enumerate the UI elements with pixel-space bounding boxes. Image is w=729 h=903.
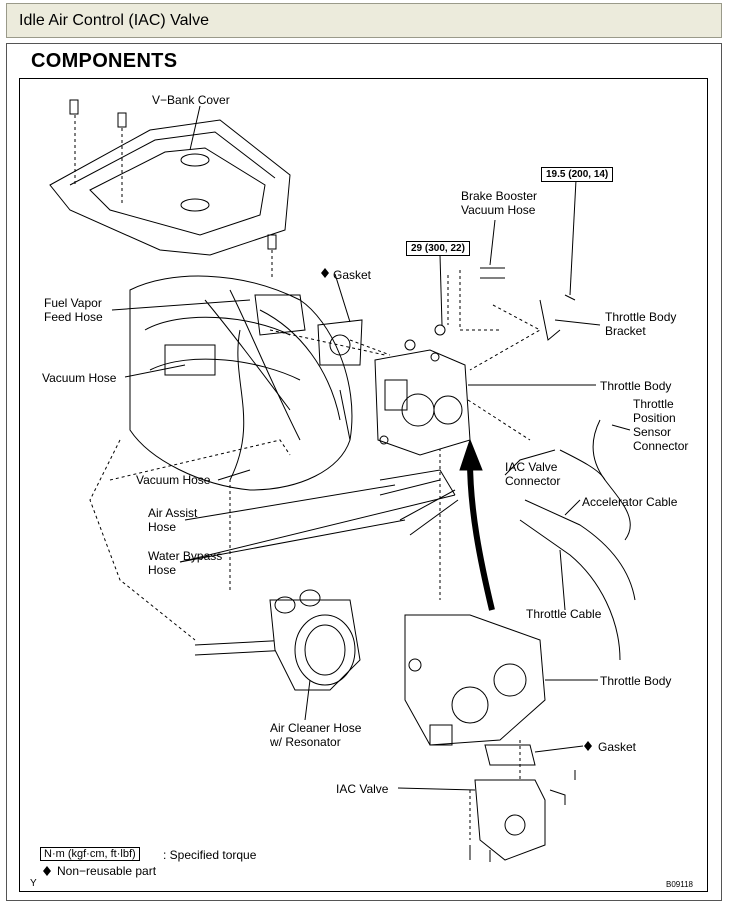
label-throttle-body-1: Throttle Body [600,379,672,393]
label-vacuum-hose-1: Vacuum Hose [42,371,117,385]
diagram-border [19,78,708,892]
label-iac-valve: IAC Valve [336,782,389,796]
diamond-icon [321,268,329,278]
torque-spec-2: 29 (300, 22) [406,241,470,256]
label-throttle-position-sensor-connector: Throttle Position Sensor Connector [633,397,689,453]
label-air-assist-hose: Air Assist Hose [148,506,198,534]
label-brake-booster-vacuum-hose: Brake Booster Vacuum Hose [461,189,538,217]
throttle-body-upper-drawing [374,324,471,456]
label-gasket-top: Gasket [333,268,372,282]
label-fuel-vapor-feed-hose: Fuel Vapor Feed Hose [44,296,103,324]
iac-valve-drawing [469,770,576,862]
label-iac-valve-connector: IAC Valve Connector [505,460,561,488]
legend-unit-box: N·m (kgf·cm, ft·lbf) [40,847,140,861]
throttle-body-lower-drawing [404,614,546,746]
label-throttle-cable: Throttle Cable [526,607,602,621]
window-title: Idle Air Control (IAC) Valve [19,12,209,29]
v-bank-cover-drawing [49,99,291,256]
label-v-bank-cover: V−Bank Cover [152,93,230,107]
legend-unit-text: : Specified torque [163,848,257,862]
legend-nonreusable: Non−reusable part [57,864,157,878]
diamond-icon [584,741,592,751]
label-water-bypass-hose: Water Bypass Hose [148,549,223,577]
components-heading: COMPONENTS [31,50,178,72]
label-accelerator-cable: Accelerator Cable [582,495,678,509]
label-gasket-bottom: Gasket [598,740,637,754]
torque-spec-1: 19.5 (200, 14) [541,167,614,182]
window-title-bar: Idle Air Control (IAC) Valve [6,3,722,38]
label-throttle-body-2: Throttle Body [600,674,672,688]
diamond-icon [43,866,51,876]
label-vacuum-hose-2: Vacuum Hose [136,473,211,487]
figure-code: B09118 [666,880,693,889]
label-throttle-body-bracket: Throttle Body Bracket [605,310,677,338]
air-cleaner-hose-drawing [269,589,361,691]
corner-mark: Y [30,878,37,889]
label-air-cleaner-hose: Air Cleaner Hose w/ Resonator [270,721,362,749]
engine-outline [129,275,353,491]
